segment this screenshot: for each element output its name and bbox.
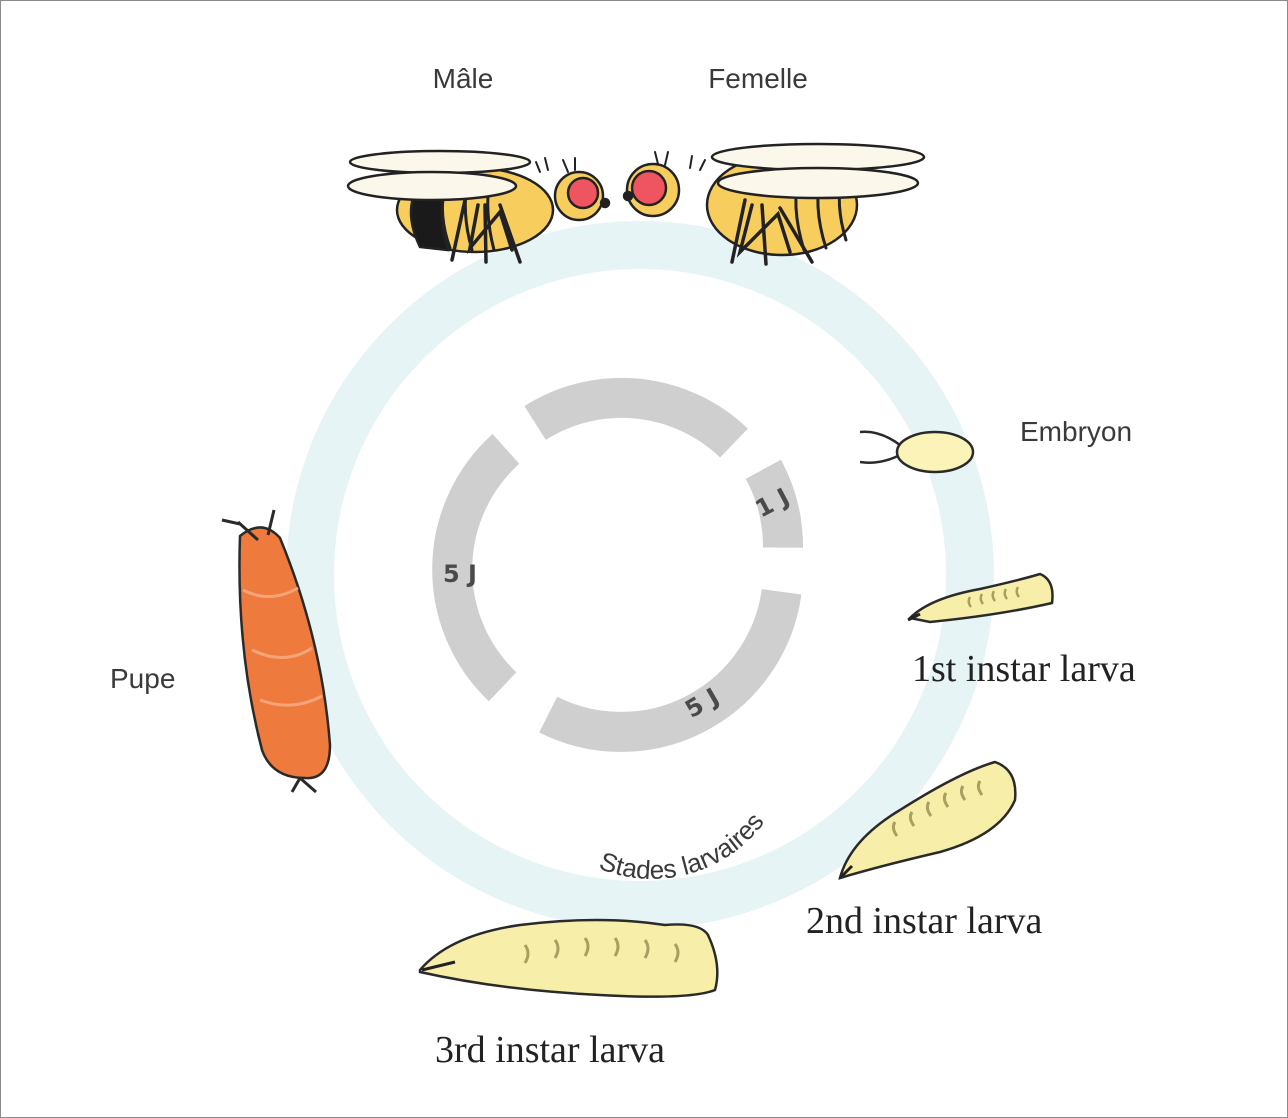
larva2-label: 2nd instar larva (806, 900, 1043, 942)
male-label: Mâle (433, 63, 494, 94)
embryo-label: Embryon (1020, 416, 1132, 447)
larva1-label: 1st instar larva (912, 648, 1136, 690)
pupa-label: Pupe (110, 663, 175, 694)
female-label: Femelle (708, 63, 808, 94)
pupal-duration-label: 5 J (443, 560, 477, 588)
larva3-label: 3rd instar larva (435, 1029, 665, 1071)
